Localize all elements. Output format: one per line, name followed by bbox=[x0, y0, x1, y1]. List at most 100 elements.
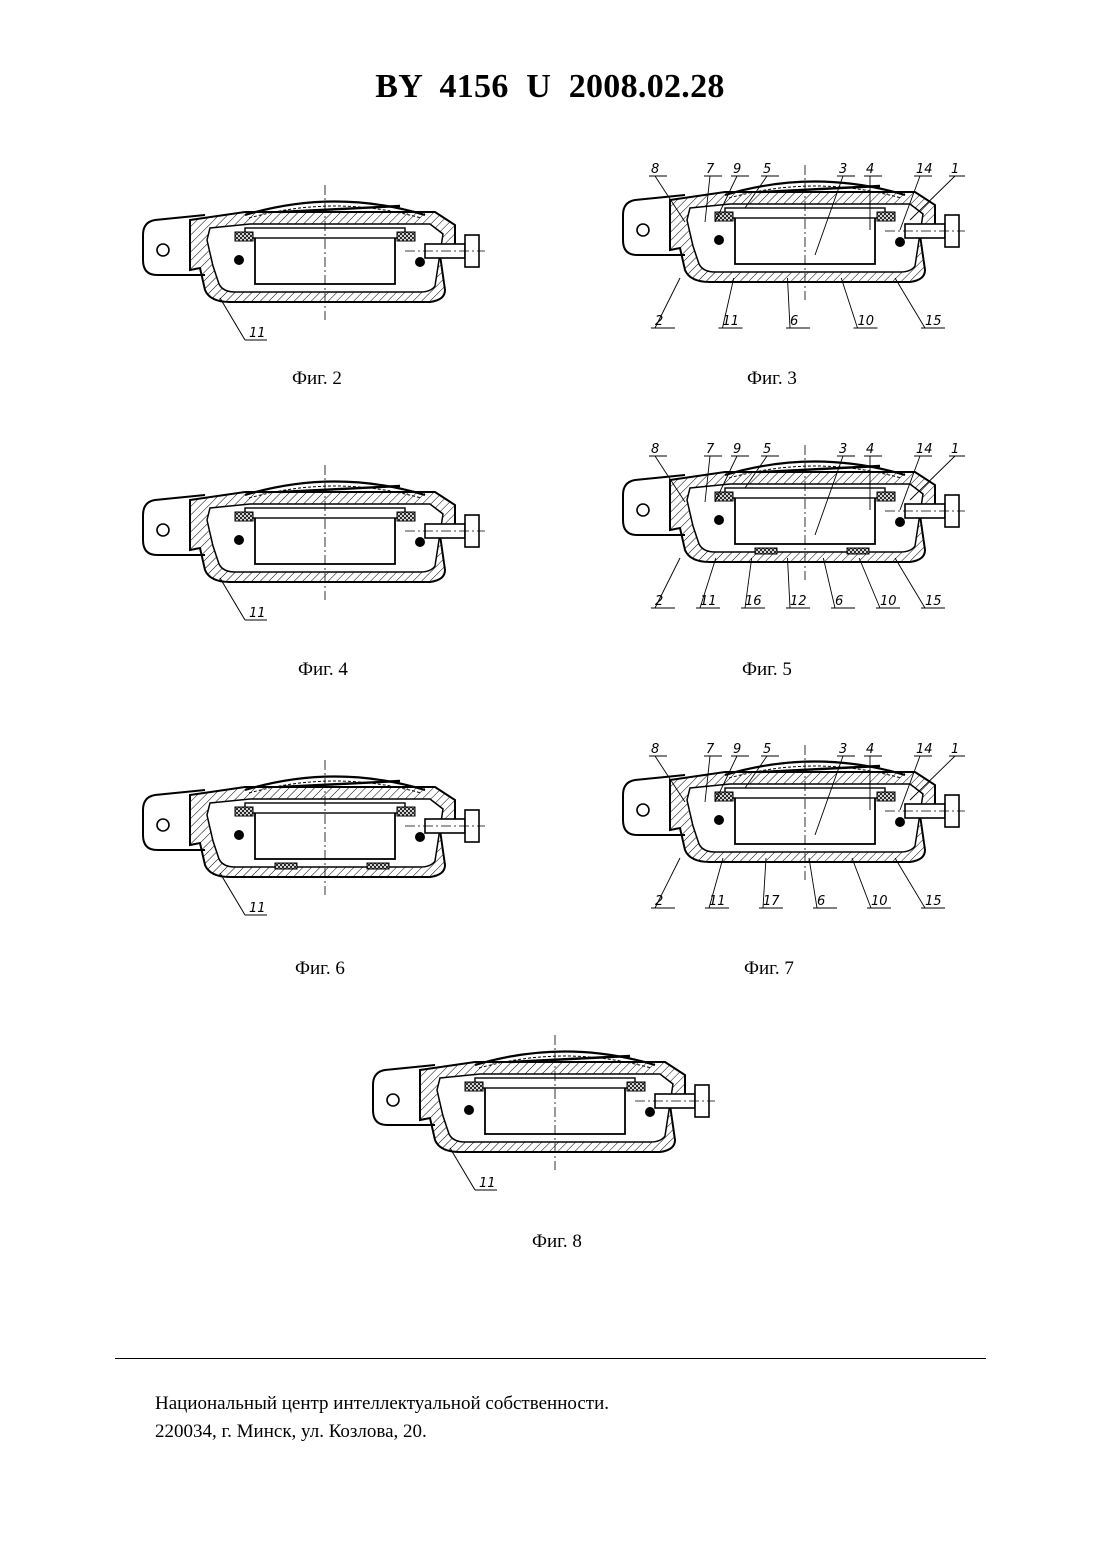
footer-line-2: 220034, г. Минск, ул. Козлова, 20. bbox=[155, 1418, 609, 1446]
callout-label: 6 bbox=[817, 894, 825, 909]
seal-right bbox=[397, 232, 415, 241]
mount-hole bbox=[637, 224, 649, 236]
callout-label: 14 bbox=[916, 442, 933, 457]
figure-3-drawing: 8 7 9 5 3 4 14 1 2 11 6 10 15 bbox=[615, 160, 965, 335]
callout-label: 7 bbox=[706, 742, 715, 757]
seal-left bbox=[465, 1082, 483, 1091]
seal-left bbox=[235, 232, 253, 241]
o-ring-left bbox=[464, 1105, 474, 1115]
callout-label: 15 bbox=[925, 314, 942, 329]
callout-label: 3 bbox=[839, 742, 847, 757]
callout-label: 7 bbox=[706, 162, 715, 177]
callout-label: 11 bbox=[249, 901, 266, 916]
callout-label: 11 bbox=[709, 894, 726, 909]
callout-label: 5 bbox=[763, 162, 771, 177]
o-ring-right bbox=[415, 257, 425, 267]
callout-label: 16 bbox=[745, 594, 762, 609]
o-ring-right bbox=[895, 237, 905, 247]
seal-right bbox=[877, 212, 895, 221]
callout-leader bbox=[220, 298, 245, 340]
pad-right bbox=[847, 548, 869, 554]
figure-5-drawing: 879534141211161261015 bbox=[615, 440, 965, 615]
callout-label: 11 bbox=[700, 594, 717, 609]
footer: Национальный центр интеллектуальной собс… bbox=[155, 1390, 609, 1446]
seal-right bbox=[877, 492, 895, 501]
callout-leader bbox=[895, 278, 925, 328]
callout-label: 17 bbox=[763, 894, 780, 909]
footer-line-1: Национальный центр интеллектуальной собс… bbox=[155, 1390, 609, 1418]
o-ring-left bbox=[714, 235, 724, 245]
o-ring-right bbox=[895, 517, 905, 527]
callout-label: 14 bbox=[916, 742, 933, 757]
callout-label: 5 bbox=[763, 442, 771, 457]
figure-4-drawing: 11 bbox=[135, 460, 485, 635]
figure-7-drawing: 8795341412111761015 bbox=[615, 740, 965, 915]
seal-right bbox=[397, 807, 415, 816]
mount-hole bbox=[157, 524, 169, 536]
figure-8-drawing: 11 bbox=[365, 1030, 715, 1205]
callout-leader bbox=[895, 858, 925, 908]
callout-leader bbox=[841, 278, 857, 328]
pad-left bbox=[755, 548, 777, 554]
o-ring-left bbox=[714, 815, 724, 825]
callout-leader bbox=[220, 578, 245, 620]
o-ring-right bbox=[895, 817, 905, 827]
mount-hole bbox=[387, 1094, 399, 1106]
o-ring-left bbox=[714, 515, 724, 525]
mount-hole bbox=[637, 804, 649, 816]
seal-left bbox=[235, 512, 253, 521]
callout-label: 12 bbox=[790, 594, 807, 609]
callout-label: 11 bbox=[723, 314, 740, 329]
callout-label: 7 bbox=[706, 442, 715, 457]
figure-4-caption: Фиг. 4 bbox=[298, 659, 348, 681]
figure-3-caption: Фиг. 3 bbox=[747, 368, 797, 390]
callout-label: 8 bbox=[651, 162, 659, 177]
figure-5-caption: Фиг. 5 bbox=[742, 659, 792, 681]
patent-header: BY 4156 U 2008.02.28 bbox=[0, 68, 1100, 106]
callout-label: 4 bbox=[866, 162, 874, 177]
callout-label: 2 bbox=[655, 594, 663, 609]
callout-leader bbox=[859, 558, 880, 608]
callout-leader bbox=[823, 558, 835, 608]
figure-8-caption: Фиг. 8 bbox=[532, 1231, 582, 1253]
callout-label: 9 bbox=[733, 742, 741, 757]
o-ring-right bbox=[645, 1107, 655, 1117]
callout-label: 1 bbox=[951, 162, 959, 177]
o-ring-right bbox=[415, 832, 425, 842]
seal-right bbox=[397, 512, 415, 521]
callout-label: 15 bbox=[925, 894, 942, 909]
callout-label: 15 bbox=[925, 594, 942, 609]
mount-hole bbox=[637, 504, 649, 516]
pad-right bbox=[367, 863, 389, 869]
seal-right bbox=[877, 792, 895, 801]
callout-leader bbox=[895, 558, 925, 608]
callout-label: 9 bbox=[733, 442, 741, 457]
o-ring-right bbox=[415, 537, 425, 547]
callout-label: 5 bbox=[763, 742, 771, 757]
callout-label: 10 bbox=[858, 314, 875, 329]
callout-label: 8 bbox=[651, 742, 659, 757]
callout-label: 8 bbox=[651, 442, 659, 457]
pad-left bbox=[275, 863, 297, 869]
callout-leader bbox=[852, 858, 871, 908]
figure-7-caption: Фиг. 7 bbox=[744, 958, 794, 980]
callout-label: 10 bbox=[871, 894, 888, 909]
mount-hole bbox=[157, 819, 169, 831]
footer-divider bbox=[115, 1358, 986, 1359]
figure-6-caption: Фиг. 6 bbox=[295, 958, 345, 980]
callout-label: 14 bbox=[916, 162, 933, 177]
seal-left bbox=[235, 807, 253, 816]
seal-right bbox=[627, 1082, 645, 1091]
callout-label: 1 bbox=[951, 442, 959, 457]
callout-label: 6 bbox=[835, 594, 843, 609]
callout-label: 3 bbox=[839, 442, 847, 457]
mount-hole bbox=[157, 244, 169, 256]
callout-label: 9 bbox=[733, 162, 741, 177]
callout-leader bbox=[450, 1148, 475, 1190]
callout-label: 2 bbox=[655, 314, 663, 329]
o-ring-left bbox=[234, 830, 244, 840]
callout-label: 11 bbox=[249, 326, 266, 341]
callout-label: 6 bbox=[790, 314, 798, 329]
callout-label: 3 bbox=[839, 162, 847, 177]
figure-2-caption: Фиг. 2 bbox=[292, 368, 342, 390]
